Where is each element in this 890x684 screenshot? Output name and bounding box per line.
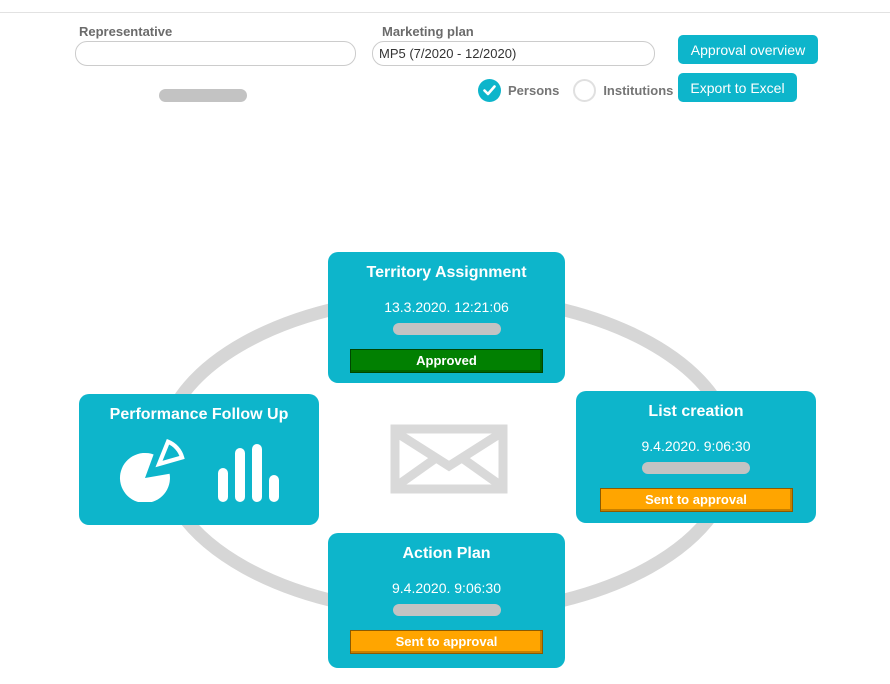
institutions-radio[interactable] — [573, 78, 597, 102]
representative-redacted-value — [159, 89, 247, 102]
pie-chart-icon — [119, 438, 185, 502]
export-to-excel-button[interactable]: Export to Excel — [678, 73, 797, 102]
marketing-plan-input[interactable] — [372, 41, 655, 66]
marketing-plan-label: Marketing plan — [382, 24, 474, 39]
stage-timestamp: 9.4.2020. 9:06:30 — [641, 438, 751, 454]
header-divider — [0, 12, 890, 13]
status-badge-sent-to-approval[interactable]: Sent to approval — [599, 488, 793, 512]
stage-owner-redacted — [392, 604, 501, 616]
stage-title: List creation — [648, 403, 744, 420]
status-badge-sent-to-approval[interactable]: Sent to approval — [350, 630, 543, 654]
stage-card-list-creation[interactable]: List creation 9.4.2020. 9:06:30 Sent to … — [576, 391, 816, 523]
stage-title: Action Plan — [402, 545, 491, 562]
stage-owner-redacted — [642, 462, 750, 474]
representative-input[interactable] — [75, 41, 356, 102]
stage-card-territory-assignment[interactable]: Territory Assignment 13.3.2020. 12:21:06… — [328, 252, 565, 383]
stage-timestamp: 9.4.2020. 9:06:30 — [392, 580, 501, 596]
persons-radio-label[interactable]: Persons — [508, 82, 560, 98]
stage-title: Performance Follow Up — [109, 406, 289, 423]
envelope-icon — [390, 424, 508, 494]
institutions-radio-label[interactable]: Institutions — [603, 82, 674, 98]
bar-chart-icon — [217, 444, 279, 502]
stage-title: Territory Assignment — [366, 264, 527, 281]
representative-label: Representative — [79, 24, 173, 39]
entity-type-radio-group: Persons Institutions — [478, 78, 687, 102]
stage-icons — [79, 438, 319, 502]
stage-owner-redacted — [392, 323, 501, 335]
check-icon — [483, 84, 496, 95]
stage-timestamp: 13.3.2020. 12:21:06 — [384, 299, 509, 315]
stage-card-performance-follow-up[interactable]: Performance Follow Up — [79, 394, 319, 525]
approval-overview-button[interactable]: Approval overview — [678, 35, 818, 64]
status-badge-approved[interactable]: Approved — [350, 349, 543, 373]
persons-radio[interactable] — [478, 78, 501, 102]
stage-card-action-plan[interactable]: Action Plan 9.4.2020. 9:06:30 Sent to ap… — [328, 533, 565, 668]
